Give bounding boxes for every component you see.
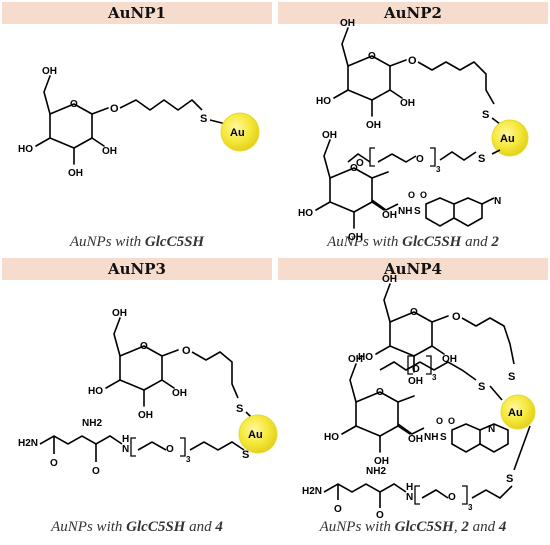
caption-prefix: AuNPs with (319, 519, 395, 535)
caption-ligand: 4 (215, 519, 223, 535)
sulfonyl-oxygen-label: O (408, 190, 415, 200)
ether-oxygen-label: O (356, 158, 364, 169)
glycosidic-oxygen-label: O (408, 55, 417, 67)
sulfur-label: S (440, 432, 447, 443)
sulfonyl-oxygen-label: O (436, 416, 443, 426)
naphthalene-ring (451, 423, 509, 453)
caption-ligand: 2 (491, 234, 499, 250)
sulfur-label: S (506, 473, 513, 485)
pentyl-chain (191, 351, 239, 399)
caption-aunp3: AuNPs with GlcC5SH and 4 (2, 519, 272, 536)
ether-oxygen-label: O (166, 444, 174, 455)
gold-label: Au (230, 127, 245, 139)
ether-oxygen-label: O (416, 154, 424, 165)
caption-separator: and (468, 519, 499, 535)
sulfur-label: S (478, 381, 485, 393)
ether-oxygen-label: O (412, 364, 420, 375)
sulfur-label: S (508, 371, 515, 383)
gold-label: Au (500, 133, 515, 145)
h-label: H (406, 482, 413, 493)
sulfur-label: S (482, 109, 489, 121)
naphthalene-ring (425, 197, 483, 227)
caption-prefix: AuNPs with (51, 519, 127, 535)
gold-label: Au (508, 407, 523, 419)
sulfur-label: S (200, 113, 207, 125)
repeat-bracket (369, 147, 375, 167)
repeat-bracket (180, 437, 186, 457)
n-label: N (488, 424, 495, 435)
amide-nh2-label: H2N (18, 438, 38, 449)
glutamine-backbone (39, 435, 123, 445)
aunp3-structure: O S Au H2N O O NH2 H N O 3 S (18, 307, 278, 477)
sulfonyl-oxygen-label: O (420, 190, 427, 200)
aunp1-structure: O S Au (17, 65, 260, 180)
h-label: H (122, 434, 129, 445)
ether-oxygen-label: O (448, 492, 456, 503)
panel-title-aunp4: AuNP4 (278, 258, 548, 280)
caption-ligand: GlcC5SH (126, 519, 186, 535)
caption-ligand: GlcC5SH (402, 234, 462, 250)
glycosidic-oxygen-label: O (110, 103, 119, 115)
glutamine-backbone (323, 483, 407, 493)
sulfur-label: S (242, 449, 249, 461)
caption-ligand: GlcC5SH (394, 519, 454, 535)
carbonyl-oxygen-label: O (92, 466, 100, 477)
aunp2-structure: O S Au S O O 3 NH S O O N (297, 17, 529, 244)
repeat-bracket (407, 355, 432, 375)
pentyl-chain (119, 99, 203, 111)
sulfur-label: S (478, 153, 485, 165)
caption-ligand: GlcC5SH (144, 234, 205, 250)
caption-separator: and (185, 519, 216, 535)
amide-nh2-label: H2N (302, 486, 322, 497)
amine-nh2-label: NH2 (82, 418, 102, 429)
n-label: N (494, 196, 501, 207)
caption-prefix: AuNPs with (69, 234, 145, 250)
nh-label: NH (398, 206, 412, 217)
caption-separator: , (453, 519, 462, 535)
glycosidic-oxygen-label: O (182, 345, 191, 357)
repeat-count: 3 (468, 503, 473, 512)
caption-aunp4: AuNPs with GlcC5SH, 2 and 4 (278, 519, 548, 536)
aunp4-structure: O S Au S 3 O NH S O O N S H2N O O NH2 H … (302, 273, 536, 521)
n-label: N (406, 492, 413, 503)
repeat-count: 3 (436, 165, 441, 174)
caption-ligand: 4 (498, 519, 507, 535)
repeat-bracket (414, 485, 468, 505)
carbonyl-oxygen-label: O (50, 458, 58, 469)
gold-nanoparticle (500, 394, 536, 430)
pentyl-chain (461, 317, 515, 365)
glycosidic-oxygen-label: O (452, 311, 461, 323)
sulfonyl-oxygen-label: O (448, 416, 455, 426)
repeat-bracket (430, 147, 436, 167)
repeat-count: 3 (432, 373, 437, 382)
gold-nanoparticle (220, 112, 260, 152)
sulfur-label: S (236, 403, 243, 415)
repeat-count: 3 (186, 455, 191, 464)
gold-nanoparticle (238, 414, 278, 454)
pentyl-chain (417, 61, 495, 105)
sulfur-label: S (414, 206, 421, 217)
gold-label: Au (248, 429, 263, 441)
gold-nanoparticle (491, 119, 529, 157)
carbonyl-oxygen-label: O (376, 510, 384, 521)
panel-title-aunp3: AuNP3 (2, 258, 272, 280)
carbonyl-oxygen-label: O (334, 504, 342, 515)
repeat-bracket (130, 437, 136, 457)
nh-label: NH (424, 432, 438, 443)
caption-ligand: 2 (461, 519, 469, 535)
panel-title-aunp1: AuNP1 (2, 2, 272, 24)
caption-aunp1: AuNPs with GlcC5SH (2, 234, 272, 251)
caption-separator: and (461, 234, 492, 250)
n-label: N (122, 444, 129, 455)
amine-nh2-label: NH2 (366, 466, 386, 477)
